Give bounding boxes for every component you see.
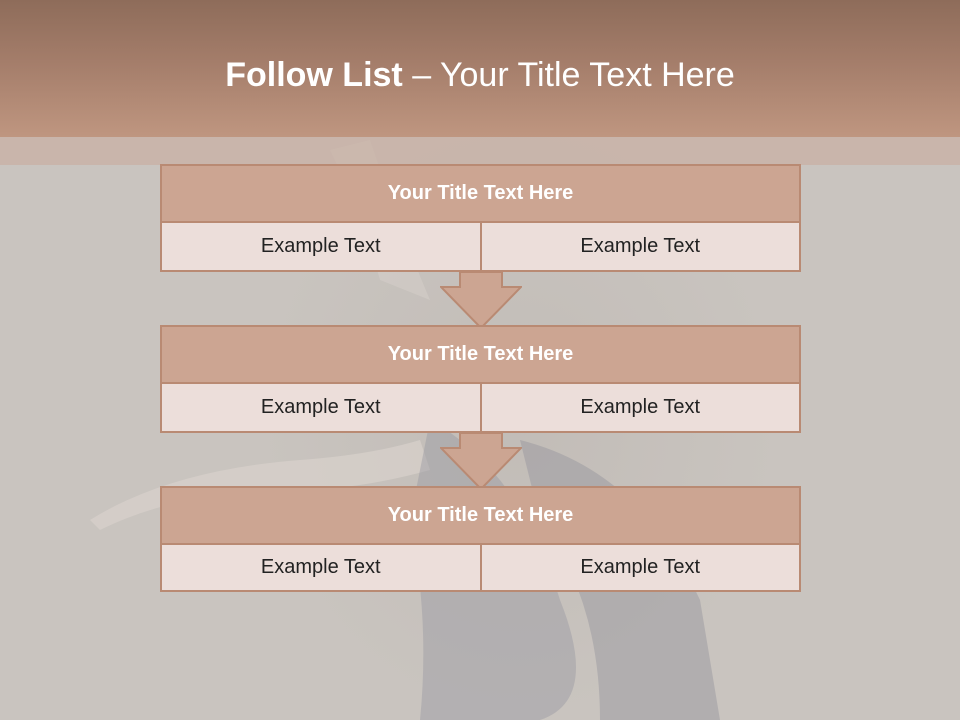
slide-title-rest: – Your Title Text Here	[402, 56, 735, 94]
block-cell-left: Example Text	[260, 235, 381, 257]
title-bar-strip	[0, 137, 960, 165]
block-cell-left: Example Text	[260, 396, 381, 418]
title-bar	[0, 0, 960, 137]
down-arrow-icon	[440, 432, 522, 490]
block-cell-left: Example Text	[260, 556, 381, 578]
slide-title-bold: Follow List	[225, 56, 403, 94]
block-cell-right: Example Text	[479, 384, 800, 431]
block-cell-right: Example Text	[479, 545, 800, 590]
down-arrow-icon	[440, 271, 522, 329]
block-cell-right: Example Text	[479, 223, 800, 270]
list-block-1: Your Title Text Here Example Text Exampl…	[160, 164, 801, 272]
block-title: Your Title Text Here	[162, 166, 799, 223]
list-block-2: Your Title Text Here Example Text Exampl…	[160, 325, 801, 433]
slide-title: Follow List – Your Title Text Here	[0, 52, 960, 98]
block-title: Your Title Text Here	[162, 327, 799, 384]
block-title: Your Title Text Here	[162, 488, 799, 545]
list-block-3: Your Title Text Here Example Text Exampl…	[160, 486, 801, 592]
